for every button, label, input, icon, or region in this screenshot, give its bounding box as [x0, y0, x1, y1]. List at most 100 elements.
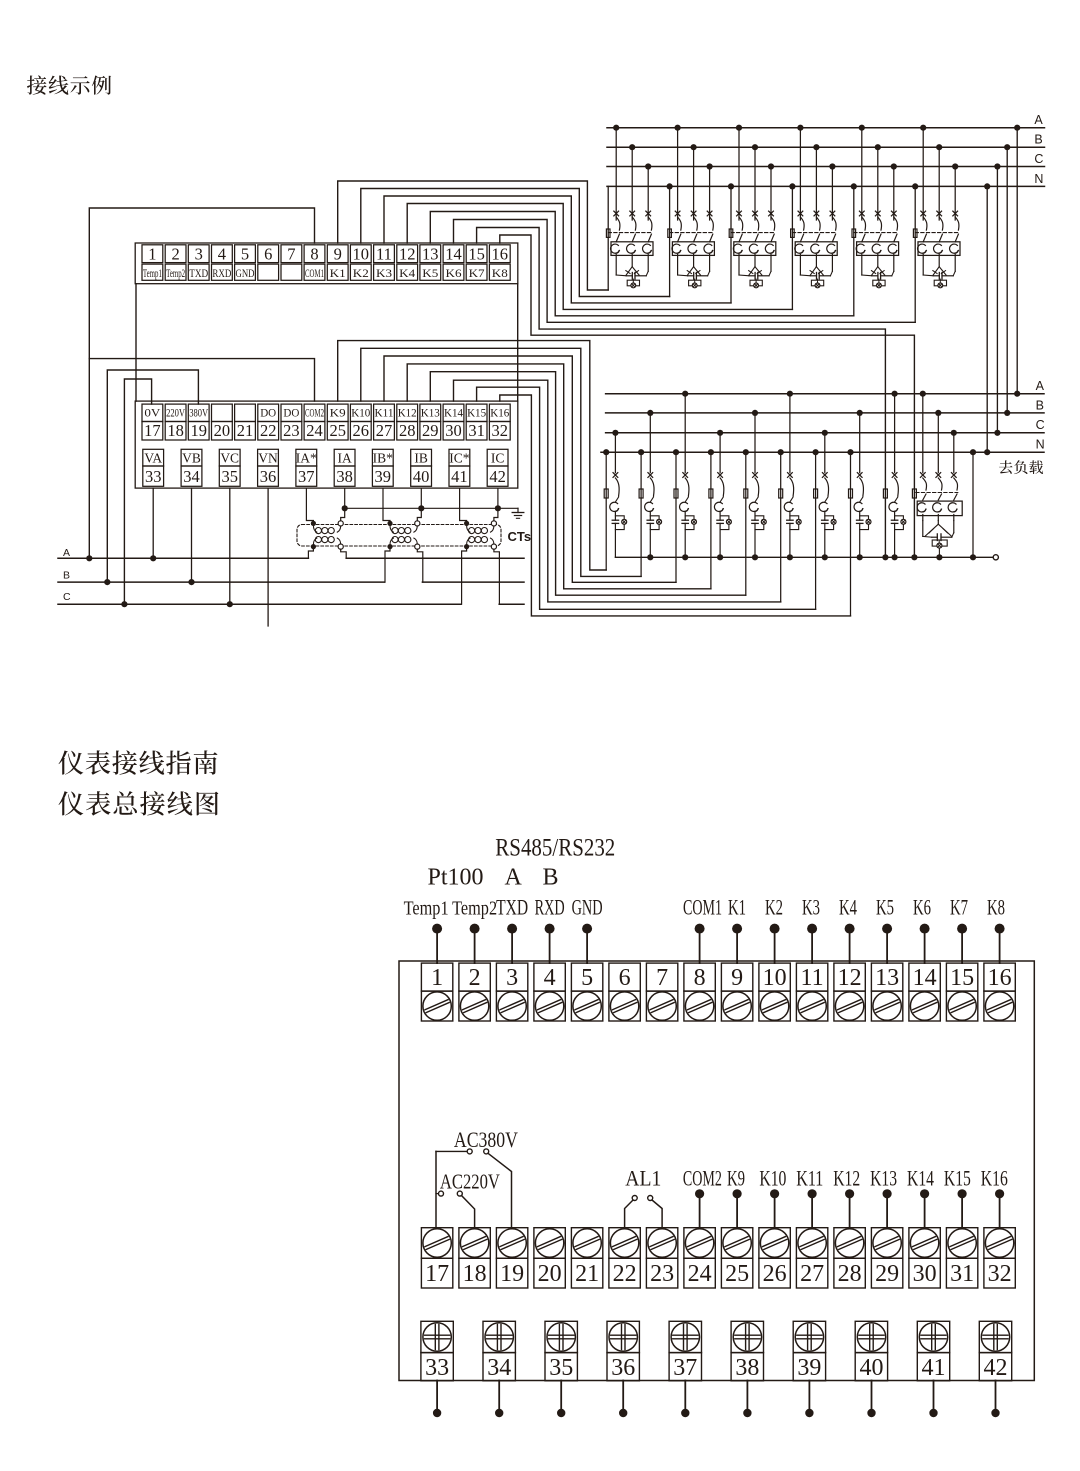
svg-text:25: 25 [329, 421, 346, 440]
svg-text:29: 29 [875, 1261, 899, 1287]
svg-text:24: 24 [306, 421, 323, 440]
svg-text:23: 23 [650, 1261, 674, 1287]
svg-text:K14: K14 [907, 1166, 934, 1191]
svg-text:37: 37 [673, 1355, 697, 1381]
svg-text:B: B [1034, 133, 1042, 147]
svg-text:12: 12 [838, 965, 862, 991]
svg-text:13: 13 [875, 965, 899, 991]
svg-text:K8: K8 [492, 266, 508, 280]
svg-text:K4: K4 [399, 266, 415, 280]
svg-text:21: 21 [237, 421, 254, 440]
svg-text:TXD: TXD [496, 895, 528, 920]
svg-text:A: A [505, 865, 523, 891]
svg-text:K1: K1 [728, 895, 746, 920]
svg-text:K11: K11 [375, 408, 394, 420]
svg-text:4: 4 [544, 965, 556, 991]
svg-text:19: 19 [500, 1261, 524, 1287]
svg-text:36: 36 [611, 1355, 635, 1381]
svg-text:15: 15 [468, 245, 485, 264]
svg-text:COM1: COM1 [683, 895, 722, 920]
svg-text:14: 14 [913, 965, 937, 991]
svg-text:A: A [63, 547, 70, 559]
svg-text:17: 17 [144, 421, 161, 440]
svg-text:K5: K5 [422, 266, 438, 280]
svg-text:K12: K12 [833, 1166, 860, 1191]
svg-text:380V: 380V [189, 408, 209, 420]
svg-text:IA*: IA* [296, 451, 317, 466]
svg-text:14: 14 [445, 245, 462, 264]
svg-text:IC*: IC* [449, 451, 470, 466]
svg-text:29: 29 [422, 421, 439, 440]
svg-text:30: 30 [913, 1261, 937, 1287]
svg-text:24: 24 [688, 1261, 712, 1287]
svg-text:26: 26 [353, 421, 370, 440]
svg-text:K12: K12 [398, 408, 417, 420]
svg-text:32: 32 [988, 1261, 1012, 1287]
svg-text:K1: K1 [330, 266, 346, 280]
svg-text:3: 3 [506, 965, 518, 991]
svg-text:37: 37 [298, 467, 315, 486]
svg-text:23: 23 [283, 421, 300, 440]
svg-text:6: 6 [619, 965, 631, 991]
svg-text:K7: K7 [469, 266, 485, 280]
svg-text:31: 31 [468, 421, 485, 440]
svg-text:COM2: COM2 [683, 1166, 722, 1191]
svg-text:GND: GND [572, 895, 603, 920]
svg-text:16: 16 [492, 245, 509, 264]
svg-text:10: 10 [353, 245, 370, 264]
svg-text:19: 19 [190, 421, 207, 440]
svg-text:8: 8 [310, 245, 318, 264]
svg-text:39: 39 [375, 467, 392, 486]
svg-text:16: 16 [988, 965, 1012, 991]
svg-text:9: 9 [334, 245, 342, 264]
svg-text:26: 26 [763, 1261, 787, 1287]
svg-text:N: N [1034, 172, 1043, 186]
svg-text:K15: K15 [944, 1166, 971, 1191]
svg-text:RS485/RS232: RS485/RS232 [495, 835, 615, 862]
svg-text:K3: K3 [376, 266, 392, 280]
svg-text:K2: K2 [765, 895, 783, 920]
svg-text:RXD: RXD [212, 266, 231, 280]
svg-text:K13: K13 [421, 408, 440, 420]
svg-text:15: 15 [950, 965, 974, 991]
svg-text:K6: K6 [446, 266, 462, 280]
svg-text:22: 22 [260, 421, 277, 440]
svg-text:K9: K9 [330, 406, 346, 420]
svg-text:11: 11 [376, 245, 392, 264]
svg-text:K4: K4 [839, 895, 857, 920]
svg-text:GND: GND [236, 266, 255, 280]
svg-text:Temp1: Temp1 [404, 898, 449, 920]
svg-text:B: B [1036, 398, 1044, 412]
svg-text:N: N [1036, 438, 1045, 452]
svg-text:IB: IB [414, 451, 428, 466]
svg-text:A: A [1034, 113, 1043, 127]
svg-text:K9: K9 [727, 1166, 745, 1191]
svg-text:1: 1 [431, 965, 443, 991]
svg-text:VA: VA [144, 451, 162, 466]
svg-text:25: 25 [725, 1261, 749, 1287]
svg-text:C: C [1036, 418, 1045, 432]
svg-text:DO: DO [283, 406, 299, 420]
svg-text:40: 40 [413, 467, 430, 486]
svg-text:AC380V: AC380V [454, 1127, 518, 1152]
svg-text:COM1: COM1 [305, 268, 324, 280]
svg-text:30: 30 [445, 421, 462, 440]
svg-text:5: 5 [241, 245, 249, 264]
svg-text:13: 13 [422, 245, 439, 264]
svg-text:K13: K13 [870, 1166, 897, 1191]
svg-text:K14: K14 [444, 408, 463, 420]
svg-text:Pt100: Pt100 [427, 865, 483, 891]
svg-text:K3: K3 [802, 895, 820, 920]
svg-text:27: 27 [800, 1261, 824, 1287]
svg-text:K5: K5 [876, 895, 894, 920]
svg-text:IB*: IB* [373, 451, 394, 466]
svg-text:27: 27 [376, 421, 393, 440]
svg-text:35: 35 [221, 467, 238, 486]
svg-text:VC: VC [220, 451, 239, 466]
svg-text:18: 18 [463, 1261, 487, 1287]
svg-text:1: 1 [148, 245, 156, 264]
svg-text:7: 7 [656, 965, 668, 991]
svg-text:VB: VB [182, 451, 201, 466]
svg-text:41: 41 [451, 467, 468, 486]
svg-text:TXD: TXD [189, 266, 208, 280]
